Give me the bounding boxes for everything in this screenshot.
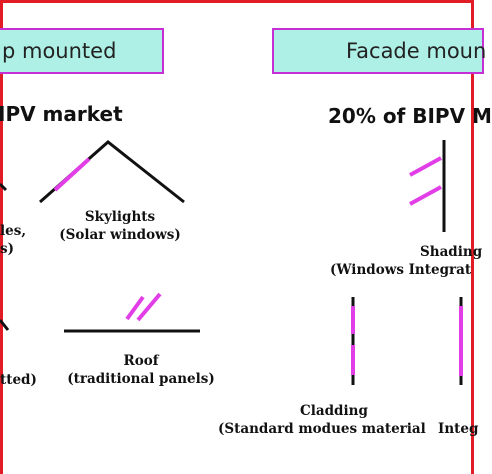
roof-pv-module-2 — [136, 292, 162, 322]
cladding-label: Cladding (Standard modues material — [218, 402, 436, 438]
roof-market-heading: IPV market — [0, 102, 123, 126]
facade-market-heading: 20% of BIPV M — [328, 104, 492, 128]
cladding-label-line1: Cladding — [300, 403, 368, 419]
skylights-label: Skylights (Solar windows) — [50, 208, 190, 244]
roof-label-line2: (traditional panels) — [67, 371, 215, 387]
bipv-diagram — [0, 140, 463, 385]
skylight-roof-structure — [39, 140, 185, 204]
partial-label-1-line1: les, — [0, 223, 27, 239]
roof-label-line1: Roof — [123, 353, 159, 369]
skylight-pv-module — [53, 157, 91, 192]
shading-label: Shading (Windows Integrat — [330, 243, 482, 279]
skylights-label-line2: (Solar windows) — [59, 227, 181, 243]
outer-frame — [0, 0, 474, 474]
facade-mounted-header-text: Facade moun — [346, 39, 487, 63]
partial-label-2-line1: tted) — [0, 372, 37, 388]
integrated-partial-label: Integ — [438, 420, 478, 438]
partial-slope-structure — [0, 182, 8, 192]
skylights-label-line1: Skylights — [84, 209, 156, 225]
shading-pv-module-2 — [409, 185, 442, 206]
roof-pv-module-1 — [125, 295, 145, 321]
integrated-partial-label-line1: Integ — [438, 421, 479, 437]
roof-label: Roof (traditional panels) — [56, 352, 226, 388]
roof-mounted-header: p mounted — [0, 28, 164, 74]
shading-label-line1: Shading — [420, 244, 483, 260]
facade-mounted-header: Facade moun — [272, 28, 487, 74]
cladding-label-line2: (Standard modues material — [218, 421, 426, 437]
shading-label-line2: (Windows Integrat — [330, 262, 472, 278]
partial-label-2: tted) — [0, 371, 37, 389]
shading-pv-module-1 — [409, 156, 442, 177]
roof-mounted-header-text: p mounted — [2, 39, 117, 63]
partial-flat-structure — [0, 319, 10, 331]
partial-label-1: les, s) — [0, 222, 26, 258]
partial-label-1-line2: s) — [0, 241, 14, 257]
